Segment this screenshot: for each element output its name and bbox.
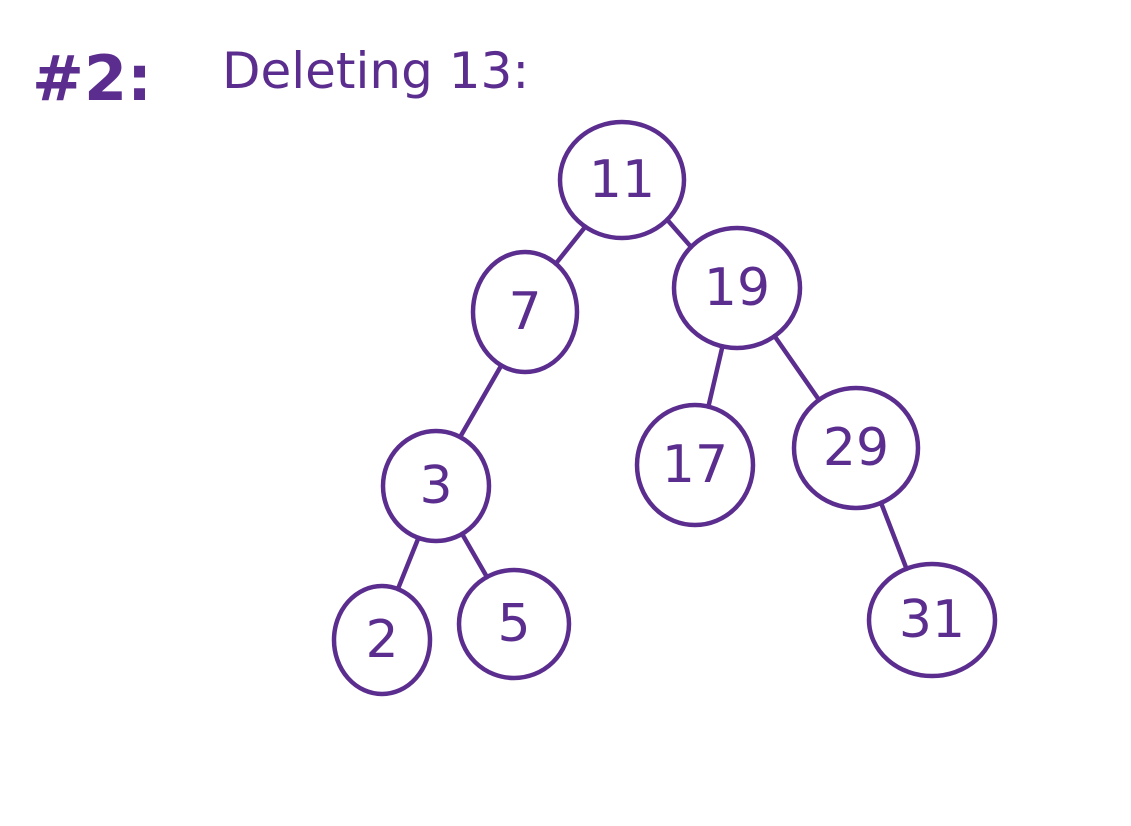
tree-node-11: 11 <box>557 119 687 241</box>
tree-edge <box>395 535 421 592</box>
tree-edge <box>878 500 909 572</box>
tree-edge <box>553 224 588 266</box>
node-label: 3 <box>419 456 452 516</box>
node-label: 11 <box>589 150 655 210</box>
heading: #2: Deleting 13: <box>32 42 529 115</box>
tree-node-5: 5 <box>456 567 572 681</box>
binary-search-tree: 11 7 19 3 17 29 2 5 31 <box>331 119 998 697</box>
node-circle <box>671 225 803 351</box>
tree-node-17: 17 <box>634 402 756 528</box>
node-circle <box>456 567 572 681</box>
tree-edge <box>772 333 822 403</box>
node-circle <box>380 428 492 544</box>
heading-text: Deleting 13: <box>222 42 529 100</box>
tree-node-19: 19 <box>671 225 803 351</box>
node-circle <box>557 119 687 241</box>
tree-nodes: 11 7 19 3 17 29 2 5 31 <box>331 119 998 697</box>
tree-edge <box>664 217 694 250</box>
node-label: 19 <box>704 258 770 318</box>
node-label: 29 <box>823 418 889 478</box>
node-label: 7 <box>508 282 541 342</box>
node-label: 2 <box>365 610 398 670</box>
tree-edge <box>459 531 490 580</box>
node-circle <box>331 583 433 697</box>
tree-node-31: 31 <box>866 561 998 679</box>
tree-node-7: 7 <box>470 249 580 375</box>
node-circle <box>634 402 756 528</box>
node-circle <box>791 385 921 511</box>
node-label: 5 <box>497 594 530 654</box>
tree-edges <box>395 217 909 592</box>
tree-edge <box>457 363 504 440</box>
tree-node-3: 3 <box>380 428 492 544</box>
tree-node-2: 2 <box>331 583 433 697</box>
node-label: 31 <box>899 590 965 650</box>
problem-number: #2: <box>32 42 152 115</box>
node-circle <box>866 561 998 679</box>
tree-node-29: 29 <box>791 385 921 511</box>
tree-edge <box>706 344 725 409</box>
node-label: 17 <box>662 435 728 495</box>
node-circle <box>470 249 580 375</box>
